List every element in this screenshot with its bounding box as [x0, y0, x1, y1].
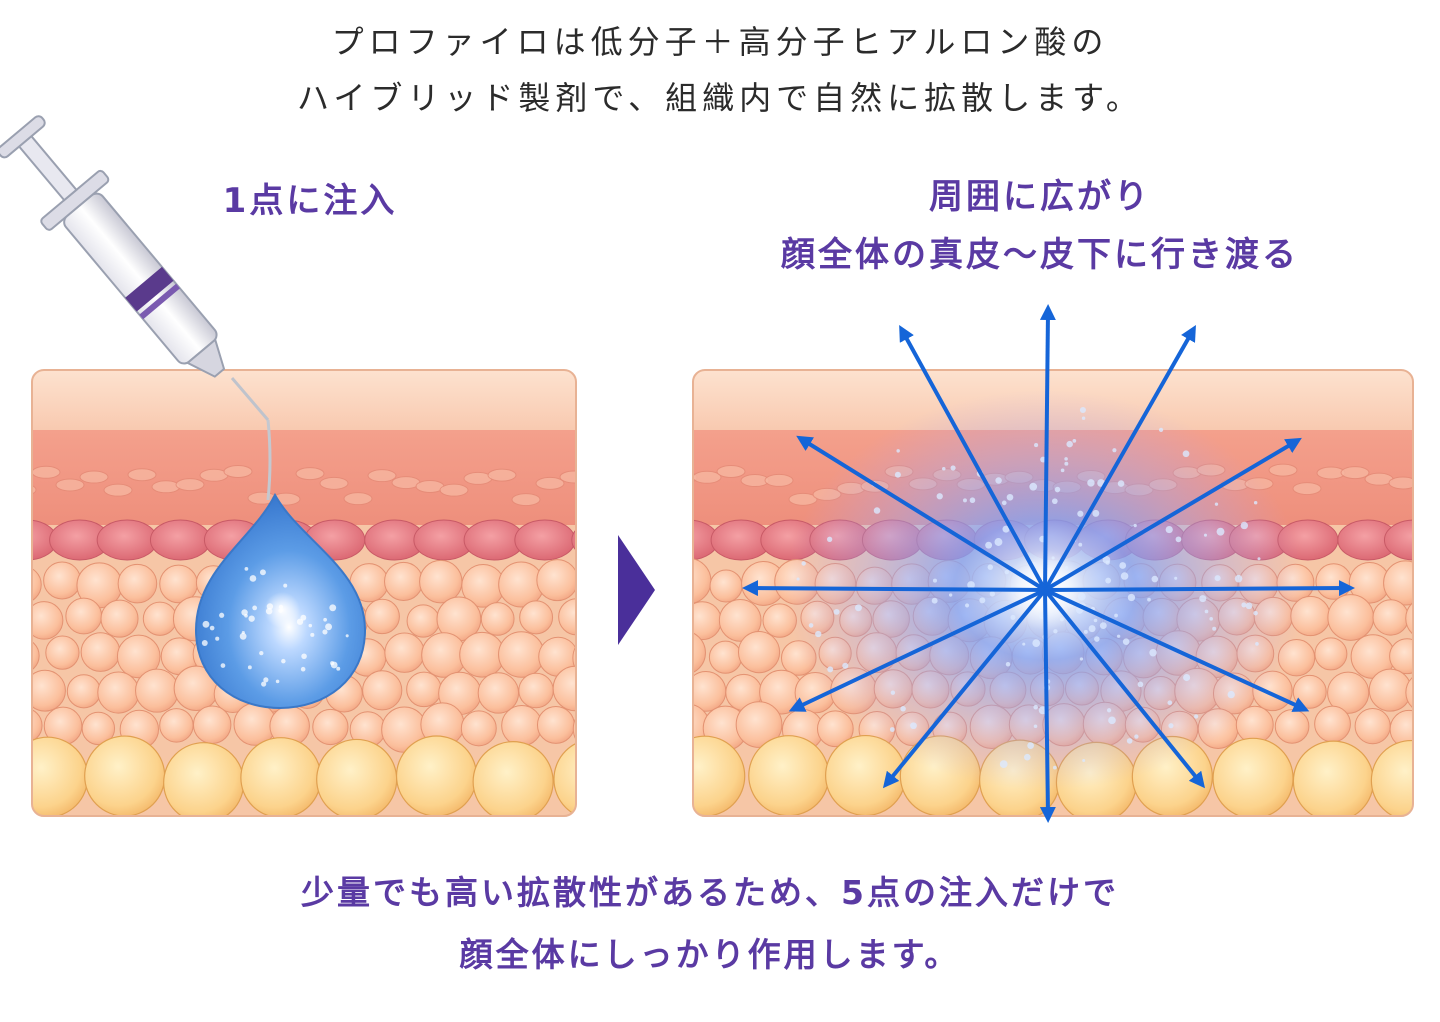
- left-panel-label: 1点に注入: [222, 181, 398, 221]
- diffusion-arrow-10: [882, 588, 1047, 789]
- right-label-line-1: 周囲に広がり: [929, 177, 1151, 217]
- diffusion-arrow-8: [788, 588, 1046, 712]
- footer-line-2: 顔全体にしっかり作用します。: [459, 935, 961, 974]
- diffusion-arrow-12: [1039, 589, 1056, 823]
- diffusion-arrow-9: [1044, 588, 1310, 712]
- diffusion-arrow-5: [1043, 437, 1302, 592]
- right-panel-label: 周囲に広がり 顔全体の真皮〜皮下に行き渡る: [700, 168, 1380, 284]
- fat-cells: [32, 735, 576, 816]
- footer-line-1: 少量でも高い拡散性があるため、5点の注入だけで: [301, 873, 1119, 912]
- right-label-line-2: 顔全体の真皮〜皮下に行き渡る: [781, 235, 1299, 275]
- syringe-icon: [0, 115, 272, 501]
- diffusion-arrow-7: [1044, 580, 1355, 597]
- hyaluronic-droplet-icon: [194, 492, 367, 710]
- footer-text: 少量でも高い拡散性があるため、5点の注入だけで 顔全体にしっかり作用します。: [0, 862, 1420, 986]
- intro-text: プロファイロは低分子＋高分子ヒアルロン酸の ハイブリッド製剤で、組織内で自然に拡…: [0, 14, 1440, 126]
- diffusion-particles: [796, 406, 1261, 770]
- diffusion-arrow-6: [742, 580, 1046, 597]
- diffusion-arrow-2: [899, 324, 1047, 591]
- diffusion-arrow-1: [1039, 304, 1056, 591]
- intro-line-1: プロファイロは低分子＋高分子ヒアルロン酸の: [331, 23, 1109, 61]
- transition-arrow-icon: [618, 535, 655, 645]
- intro-line-2: ハイブリッド製剤で、組織内で自然に拡散します。: [297, 79, 1143, 117]
- diffusion-arrow-4: [796, 435, 1047, 592]
- epidermis-layer: [32, 370, 576, 434]
- diffusion-arrows: [742, 304, 1355, 823]
- diffusion-arrow-11: [1043, 588, 1206, 789]
- diffusion-arrow-3: [1043, 325, 1196, 591]
